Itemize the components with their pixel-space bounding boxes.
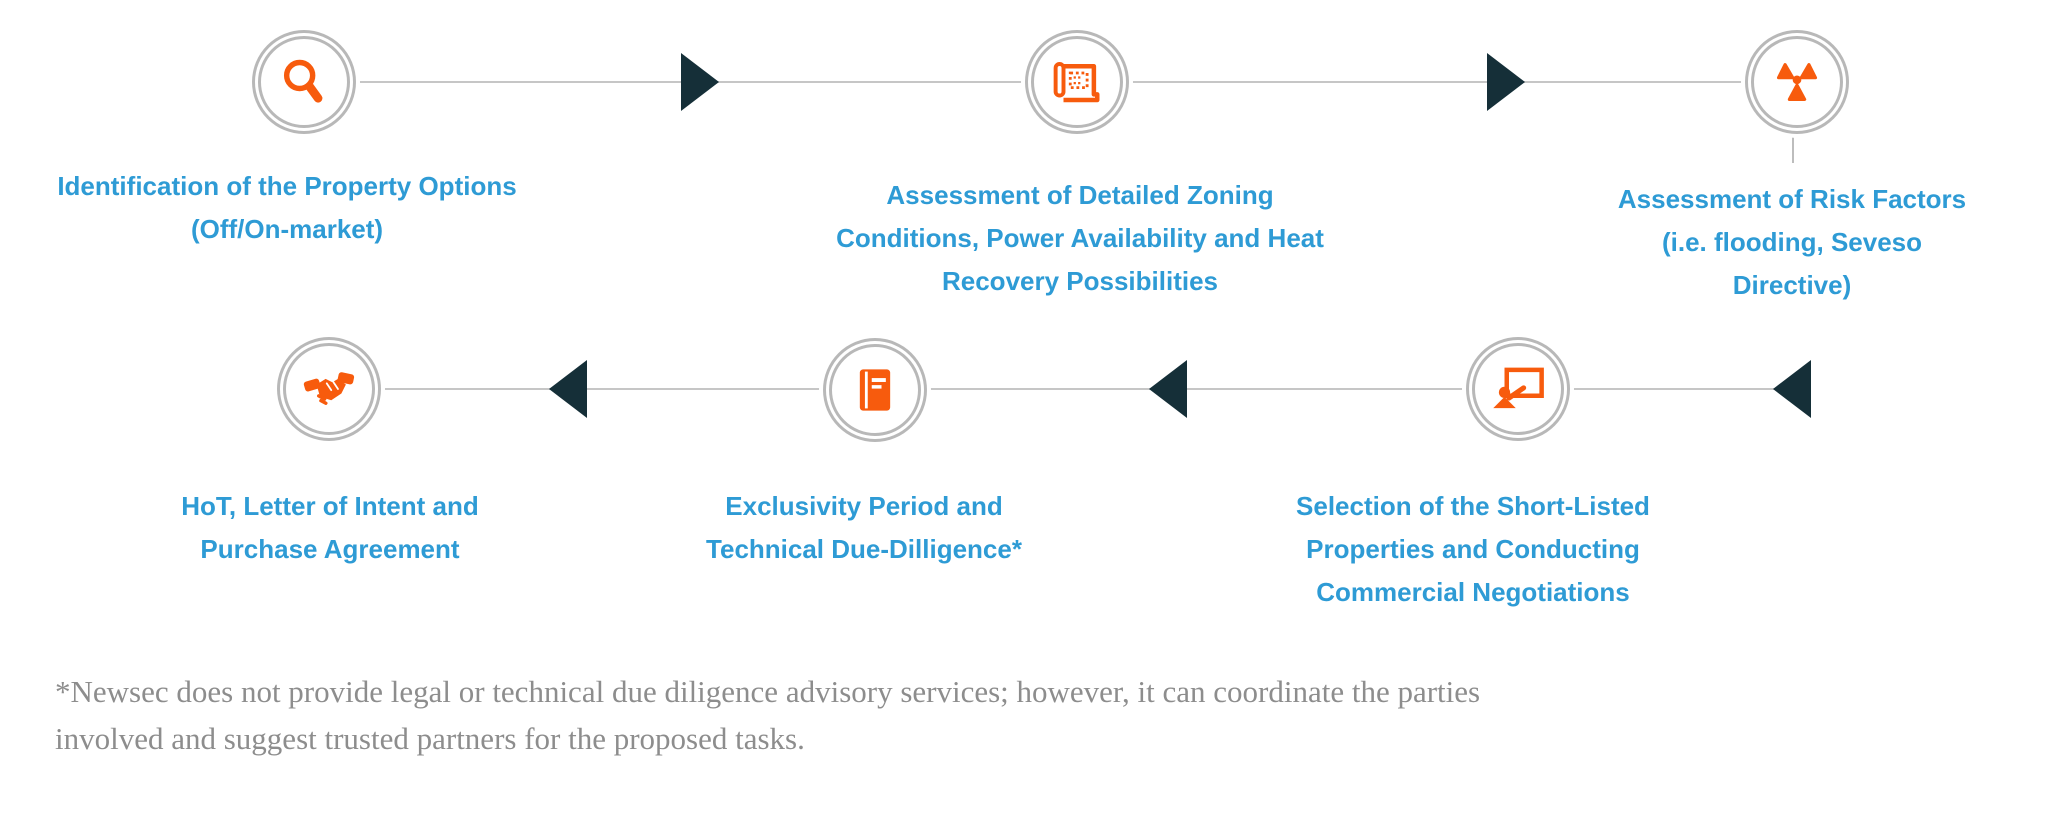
- step-label-risk: Assessment of Risk Factors (i.e. floodin…: [1617, 184, 1967, 300]
- step-label-exclusivity: Exclusivity Period and Technical Due-Dil…: [706, 491, 1022, 564]
- magnifier-icon: [283, 59, 323, 103]
- step-node-zoning: [1031, 36, 1123, 128]
- step-label-zoning: Assessment of Detailed Zoning Conditions…: [836, 180, 1324, 296]
- footnote: *Newsec does not provide legal or techni…: [55, 674, 1481, 756]
- arrow-left-icon: [1773, 360, 1811, 418]
- step-node-risk: [1751, 36, 1843, 128]
- arrow-left-icon: [1149, 360, 1187, 418]
- step-label-selection: Selection of the Short-Listed Properties…: [1296, 491, 1650, 607]
- presentation-icon: [1493, 367, 1544, 409]
- row2-connector-line: [329, 388, 1811, 390]
- handshake-icon: [303, 372, 355, 405]
- step-node-hot-agreement: [283, 343, 375, 435]
- book-icon: [859, 369, 891, 411]
- arrow-left-icon: [549, 360, 587, 418]
- step-node-exclusivity: [829, 344, 921, 436]
- step-node-identification: [258, 36, 350, 128]
- arrow-right-icon: [681, 53, 719, 111]
- arrow-right-icon: [1487, 53, 1525, 111]
- step-label-hot-agreement: HoT, Letter of Intent and Purchase Agree…: [181, 491, 479, 564]
- step-node-selection: [1472, 343, 1564, 435]
- radiation-icon: [1776, 63, 1818, 101]
- step-label-identification: Identification of the Property Options (…: [57, 171, 517, 244]
- blueprint-icon: [1053, 62, 1100, 103]
- risk-label-leader-line: [1792, 133, 1794, 163]
